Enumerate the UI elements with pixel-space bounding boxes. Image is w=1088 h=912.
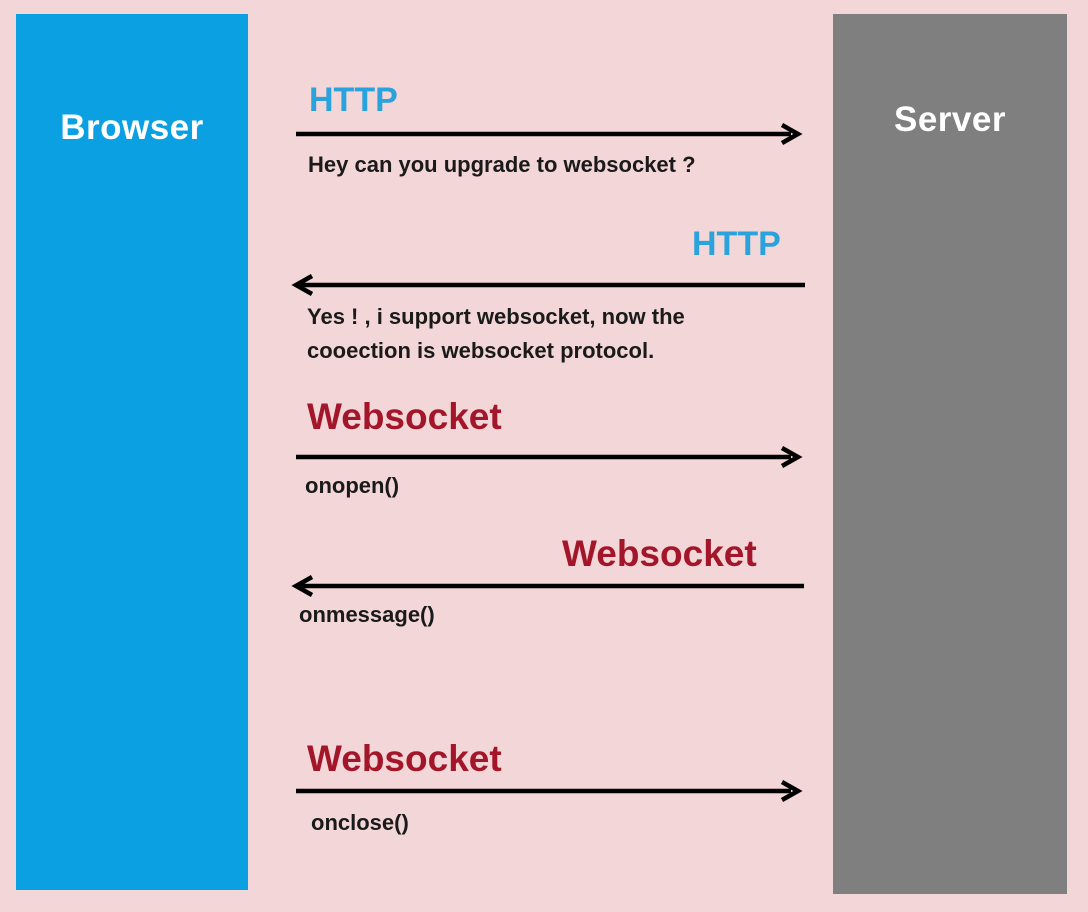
message-5-arrow-right (296, 780, 803, 802)
message-4-protocol: Websocket (562, 533, 757, 574)
message-1-protocol: HTTP (309, 81, 398, 119)
message-3-protocol: Websocket (307, 396, 502, 437)
message-4-arrow-left (291, 575, 804, 597)
message-5-note: onclose() (311, 810, 409, 835)
message-5-protocol: Websocket (307, 738, 502, 779)
message-1-note: Hey can you upgrade to websocket ? (308, 152, 696, 177)
message-2-note: Yes ! , i support websocket, now the coo… (307, 300, 685, 368)
message-4-note: onmessage() (299, 602, 435, 627)
server-label: Server (894, 100, 1006, 139)
message-3-note: onopen() (305, 473, 400, 498)
message-2-arrow-left (291, 274, 805, 296)
browser-label: Browser (60, 108, 204, 147)
message-2-note-line1: Yes ! , i support websocket, now the (307, 304, 685, 329)
message-1-arrow-right (296, 123, 803, 145)
browser-column: Browser (16, 14, 248, 890)
message-2-protocol: HTTP (692, 225, 781, 263)
message-2-note-line2: cooection is websocket protocol. (307, 338, 655, 363)
message-3-arrow-right (296, 446, 803, 468)
server-column: Server (833, 14, 1067, 894)
